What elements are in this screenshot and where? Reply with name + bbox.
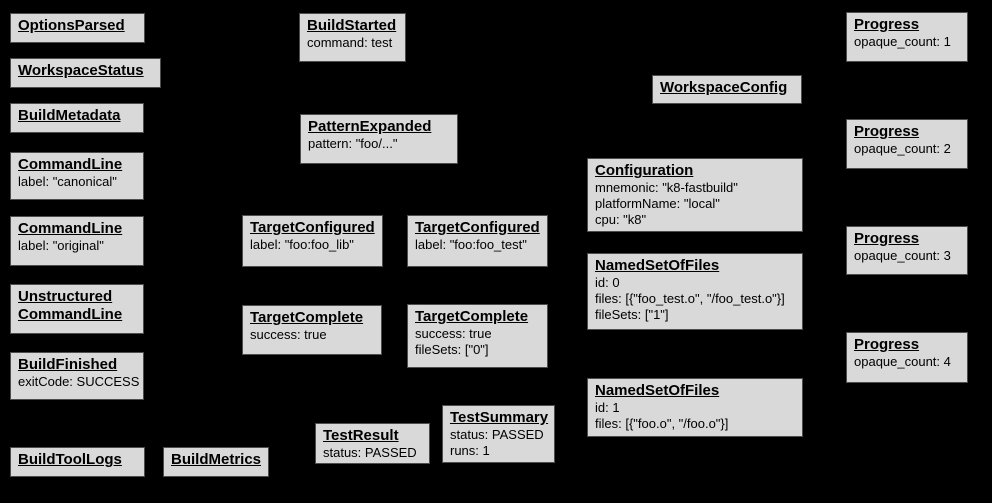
event-field: fileSets: ["0"] [415,342,489,357]
event-field: files: [{"foo_test.o", "/foo_test.o"}] [595,291,785,306]
event-field: opaque_count: 4 [854,354,951,369]
event-field: opaque_count: 1 [854,34,951,49]
event-title: TargetConfigured [250,219,375,236]
event-field: label: "foo:foo_test" [415,237,527,252]
event-field: id: 1 [595,400,620,415]
event-field: fileSets: ["1"] [595,307,669,322]
event-title: Progress [854,16,920,33]
event-field: status: PASSED [450,427,544,442]
event-title: Progress [854,123,920,140]
event-field: label: "foo:foo_lib" [250,237,354,252]
event-field: success: true [415,326,492,341]
event-field: id: 0 [595,275,620,290]
event-title: PatternExpanded [308,118,432,135]
event-field: success: true [250,327,327,342]
event-title: TargetComplete [415,308,529,325]
event-field: exitCode: SUCCESS [18,374,140,389]
event-box-build-metadata: BuildMetadata [10,103,144,133]
event-field: label: "original" [18,238,104,253]
event-field: label: "canonical" [18,174,117,189]
event-title: CommandLine [18,220,123,237]
event-title: NamedSetOfFiles [595,382,720,399]
event-field: command: test [307,35,393,50]
event-title: TargetConfigured [415,219,540,236]
event-title: WorkspaceStatus [18,62,144,79]
event-field: pattern: "foo/..." [308,136,398,151]
event-title: BuildStarted [307,17,397,34]
event-field: files: [{"foo.o", "/foo.o"}] [595,416,729,431]
event-field: mnemonic: "k8-fastbuild" [595,180,738,195]
event-title: BuildMetadata [18,107,121,124]
event-title-line-2: CommandLine [18,306,123,323]
event-title: BuildToolLogs [18,451,122,468]
event-title: Configuration [595,162,694,179]
event-title: NamedSetOfFiles [595,257,720,274]
event-title: OptionsParsed [18,17,125,34]
event-box-build-tool-logs: BuildToolLogs [10,447,145,477]
event-field: status: PASSED [323,445,417,460]
event-title: Unstructured [18,288,113,305]
event-box-workspace-config: WorkspaceConfig [652,75,802,104]
event-box-build-metrics: BuildMetrics [163,447,269,477]
event-title: Progress [854,336,920,353]
event-field: platformName: "local" [595,196,720,211]
event-field: opaque_count: 2 [854,141,951,156]
event-title: CommandLine [18,156,123,173]
event-title: TargetComplete [250,309,364,326]
event-title: TestSummary [450,409,549,426]
event-box-workspace-status: WorkspaceStatus [10,58,161,88]
event-field: runs: 1 [450,443,490,458]
event-title: BuildMetrics [171,451,262,468]
event-field: cpu: "k8" [595,212,647,227]
event-field: opaque_count: 3 [854,248,951,263]
event-title: WorkspaceConfig [660,79,788,96]
event-box-options-parsed: OptionsParsed [10,13,145,43]
event-title: BuildFinished [18,356,118,373]
event-title: Progress [854,230,920,247]
event-title: TestResult [323,427,399,444]
